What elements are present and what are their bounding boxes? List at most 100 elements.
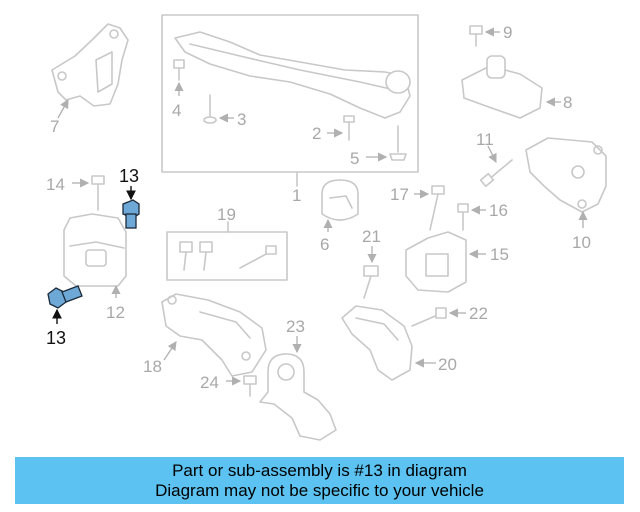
bolt-head [199,241,213,253]
bolt-shank [203,251,207,271]
mount-detail [329,195,353,209]
part-10-bracket [525,137,607,228]
bolt-head [173,59,185,69]
mount-pocket [85,249,107,267]
bracket-body [405,231,467,293]
callout-9: 9 [503,23,512,42]
bolt-head [91,175,105,185]
part-15-bracket [405,231,486,293]
callout-13-top: 13 [119,166,139,186]
bracket-body [161,293,267,377]
part-7-bracket [51,23,129,119]
bracket-hole [167,295,177,305]
callout-19: 19 [217,205,236,224]
callout-6: 6 [320,235,329,254]
part-13-bolt-top[interactable] [122,186,140,229]
part-1-crossmember-assembly [161,14,419,187]
bolt-head [435,307,447,319]
bracket-body [341,305,413,381]
part-11-leader [487,145,497,164]
part-9-bolt [469,25,500,47]
bracket-body [525,137,607,213]
crossmember-rib [189,43,396,91]
callout-20: 20 [438,355,457,374]
bracket-hole [571,165,585,179]
bolt-flange [389,153,407,161]
part-24-bolt [226,375,257,397]
bracket-hole [57,71,67,81]
bolt-head [431,185,445,195]
part-23-mount [259,336,337,441]
bolt-head [363,265,379,277]
bracket-window [425,253,449,277]
bracket-rib [199,311,251,339]
part-8-mount [461,55,561,119]
callout-8: 8 [563,93,572,112]
callout-17: 17 [390,185,409,204]
bolt-shank [429,193,439,231]
highlighted-bolt-shank[interactable] [61,285,83,303]
callout-15: 15 [490,245,509,264]
bolt-shank [487,159,513,181]
part-20-bracket [341,305,436,381]
part-22-bolt [411,307,466,327]
bolt-head [203,116,217,124]
bolt-head [343,115,355,123]
part-12-mount [63,213,127,298]
part-4-bolt [173,59,185,96]
callout-12: 12 [106,303,125,322]
bolt-head [469,25,483,35]
callout-7: 7 [50,117,59,136]
callout-11: 11 [476,130,494,149]
bracket-face [95,51,113,93]
bolt-head [265,245,277,255]
crossmember-bushing [385,70,411,94]
part-11-bolt [479,145,513,188]
part-3-bolt [203,94,234,124]
bolt-shank [363,275,372,299]
callout-24: 24 [200,373,219,392]
banner-line-2: Diagram may not be specific to your vehi… [155,481,484,500]
callout-16: 16 [489,201,508,220]
part-14-bolt [72,175,105,211]
bolt-head [243,375,257,385]
part-1-frame-box [161,14,419,173]
crossmember-body [174,31,411,119]
bolt-head [179,241,193,253]
mount-body [259,353,337,441]
callout-5: 5 [350,149,359,168]
part-19-bolt-set [166,221,288,281]
bolt-head [479,172,495,188]
part-21-bolt [363,246,379,299]
parts-diagram: 1 2 3 4 5 6 7 8 9 10 11 12 13 13 14 15 1… [46,14,607,441]
callout-14: 14 [46,175,65,194]
callout-18: 18 [143,357,162,376]
callout-2: 2 [312,124,321,143]
part-5-bolt [366,125,407,162]
highlighted-bolt-shank[interactable] [125,213,137,229]
bracket-hole [593,145,603,155]
bracket-hole [577,199,587,209]
bracket-rib [355,317,399,341]
mount-detail [69,241,125,249]
callout-4: 4 [172,101,181,120]
bolt-shank [239,251,271,269]
part-6-mount [321,179,359,232]
callout-23: 23 [286,317,305,336]
part-18-bracket [161,293,267,377]
part-13-bolt-bottom[interactable] [47,285,83,324]
callout-1: 1 [292,186,301,205]
info-banner: Part or sub-assembly is #13 in diagram D… [15,457,624,504]
part-7-leader [57,99,69,119]
mount-body [321,179,359,221]
bolt-head [457,203,469,213]
part-17-bolt [414,185,445,231]
mount-bushing [277,363,295,381]
callout-13-bottom: 13 [46,328,66,348]
bolt-shank [183,251,187,271]
part-2-bolt [327,115,355,141]
banner-line-1: Part or sub-assembly is #13 in diagram [172,461,467,480]
bracket-hole [241,351,251,361]
callout-10: 10 [572,233,591,252]
callout-3: 3 [237,110,246,129]
